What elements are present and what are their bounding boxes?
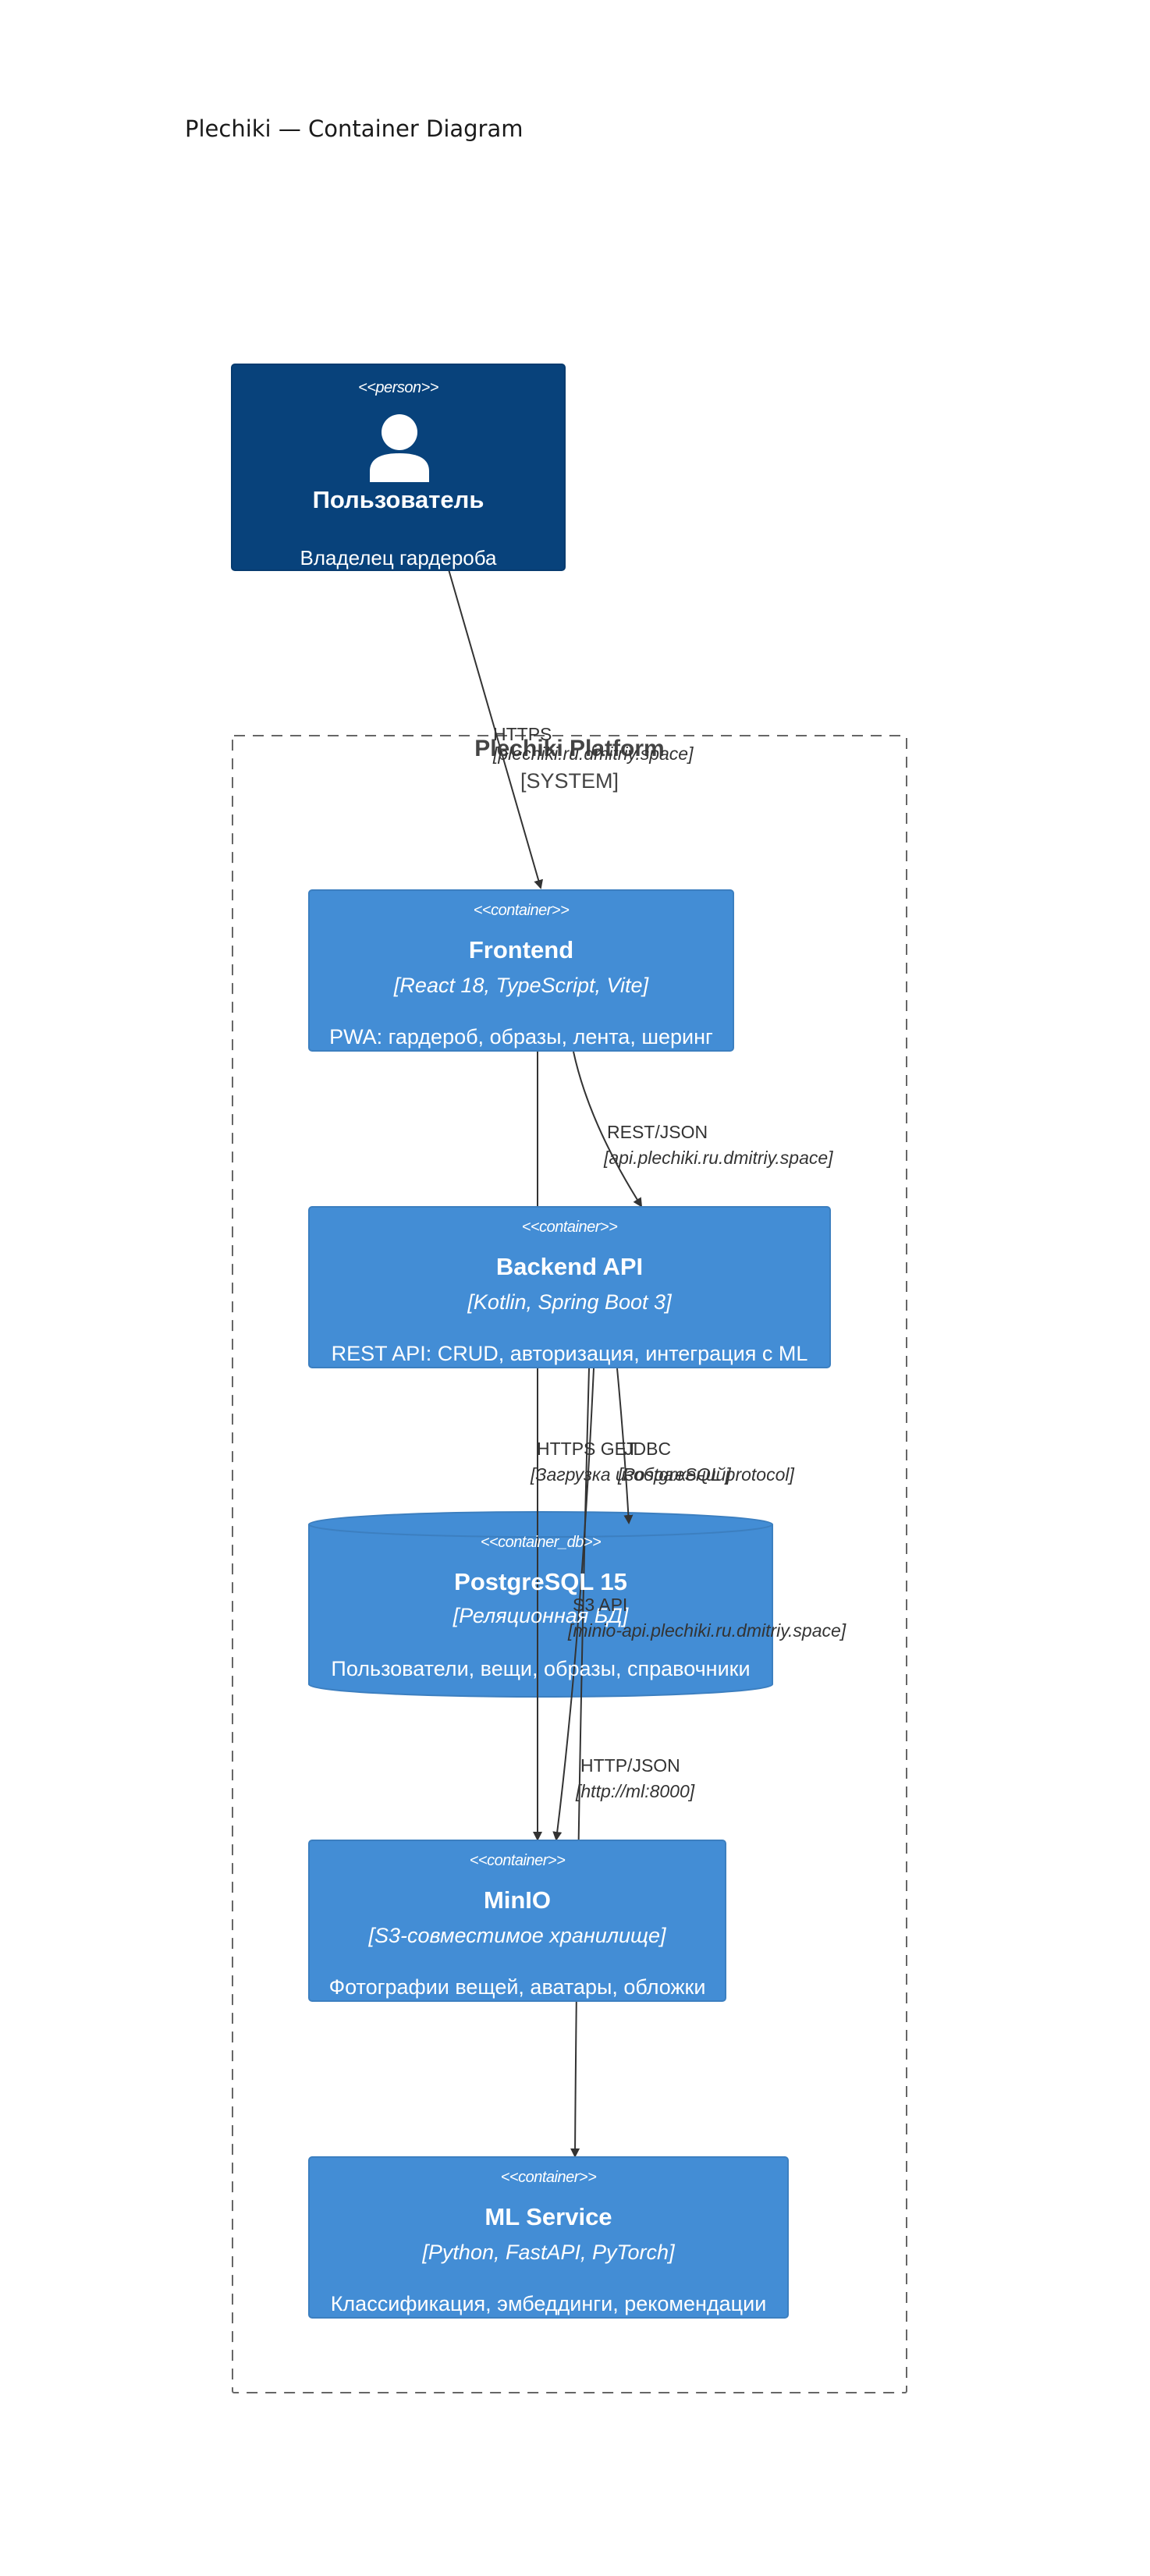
node-description: Классификация, эмбеддинги, рекомендации xyxy=(330,2292,767,2315)
edge-target: [PostgreSQL protocol] xyxy=(618,1464,794,1485)
node-description: PWA: гардероб, образы, лента, шеринг xyxy=(329,1025,713,1048)
edge-user-frontend xyxy=(448,569,543,889)
node-description: REST API: CRUD, авторизация, интеграция … xyxy=(331,1342,808,1365)
node-name: ML Service xyxy=(484,2203,612,2230)
node-name: Backend API xyxy=(495,1253,644,1280)
edge-label-backend-ml: HTTP/JSON [http://ml:8000] xyxy=(576,1755,694,1802)
edge-target: [minio-api.plechiki.ru.dmitriy.space] xyxy=(568,1620,847,1641)
edge-protocol: REST/JSON xyxy=(607,1122,708,1142)
edge-target: [http://ml:8000] xyxy=(576,1781,695,1801)
postgres-cylinder-shape xyxy=(308,1511,773,1698)
edge-label-backend-minio: S3 API [minio-api.plechiki.ru.dmitriy.sp… xyxy=(568,1595,846,1641)
edge-protocol: HTTPS xyxy=(493,724,552,744)
edge-label-backend-postgres: JDBC [PostgreSQL protocol] xyxy=(618,1439,794,1485)
stereotype-label: <<container>> xyxy=(521,1219,618,1236)
edge-label-user-frontend: HTTPS [plechiki.ru.dmitriy.space] xyxy=(493,724,694,765)
node-description: Владелец гардероба xyxy=(300,546,497,569)
node-technology: [Kotlin, Spring Boot 3] xyxy=(467,1290,672,1314)
edge-target: [plechiki.ru.dmitriy.space] xyxy=(493,743,694,764)
edge-label-frontend-minio: HTTPS GET [Загрузка изображений] xyxy=(531,1439,731,1485)
stereotype-label: <<container>> xyxy=(473,902,570,919)
node-technology: [S3-совместимое хранилище] xyxy=(368,1924,666,1947)
container-minio[interactable]: <<container>> MinIO [S3-совместимое хран… xyxy=(308,1840,726,2002)
node-name: Пользователь xyxy=(312,486,484,513)
node-description: Фотографии вещей, аватары, обложки xyxy=(328,1975,706,1999)
edge-backend-postgres xyxy=(616,1368,634,1524)
node-description: Пользователи, вещи, образы, справочники xyxy=(331,1657,751,1680)
node-name: MinIO xyxy=(483,1886,552,1914)
edge-backend-ml xyxy=(570,1368,590,2158)
edge-target: [api.plechiki.ru.dmitriy.space] xyxy=(604,1148,833,1168)
person-icon xyxy=(370,414,429,482)
boundary-type: [SYSTEM] xyxy=(520,769,619,793)
boundary-title: Plechiki Platform xyxy=(474,736,665,761)
edge-target: [Загрузка изображений] xyxy=(531,1464,731,1485)
person-user[interactable]: <<person>> Пользователь Владелец гардеро… xyxy=(231,364,566,571)
stereotype-label: <<container>> xyxy=(500,2169,597,2186)
node-technology: [React 18, TypeScript, Vite] xyxy=(393,974,649,997)
edge-protocol: JDBC xyxy=(624,1439,672,1459)
edge-frontend-backend xyxy=(573,1051,643,1208)
container-frontend[interactable]: <<container>> Frontend [React 18, TypeSc… xyxy=(308,889,734,1052)
node-name: Frontend xyxy=(468,936,574,963)
edge-protocol: HTTP/JSON xyxy=(580,1755,680,1776)
container-ml-service[interactable]: <<container>> ML Service [Python, FastAP… xyxy=(308,2156,789,2319)
edge-backend-minio xyxy=(552,1368,595,1841)
container-backend-api[interactable]: <<container>> Backend API [Kotlin, Sprin… xyxy=(308,1206,831,1368)
system-boundary xyxy=(232,735,907,2393)
node-name: PostgreSQL 15 xyxy=(454,1568,627,1595)
stereotype-label: <<container>> xyxy=(469,1852,566,1869)
node-technology: [Реляционная БД] xyxy=(453,1604,629,1627)
stereotype-label: <<person>> xyxy=(358,379,438,396)
page-title: Plechiki — Container Diagram xyxy=(185,115,524,142)
edge-protocol: S3 API xyxy=(573,1595,628,1615)
stereotype-label: <<container_db>> xyxy=(480,1534,602,1551)
node-technology: [Python, FastAPI, PyTorch] xyxy=(422,2241,675,2264)
edge-protocol: HTTPS GET xyxy=(537,1439,638,1459)
container-postgres[interactable]: <<container_db>> PostgreSQL 15 [Реляцион… xyxy=(309,1524,772,1684)
edge-label-frontend-backend: REST/JSON [api.plechiki.ru.dmitriy.space… xyxy=(604,1122,833,1169)
